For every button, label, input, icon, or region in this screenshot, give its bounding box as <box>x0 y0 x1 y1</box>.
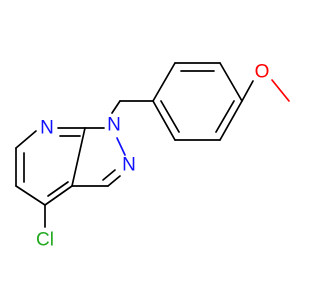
bond-ring-o <box>241 80 254 102</box>
bond-c4-c3a <box>44 185 73 206</box>
bond-benz-inner-2 <box>215 100 235 133</box>
bond-n1-n2 <box>116 137 126 156</box>
bond-c5-c4 <box>15 185 46 206</box>
structure-diagram: N N N O Cl <box>15 62 290 251</box>
bond-benz-3 <box>219 62 243 102</box>
bond-benz-4 <box>219 100 243 141</box>
bond-o-methyl <box>271 79 290 102</box>
atom-chlorine: Cl <box>36 230 54 251</box>
bond-n-ch2 <box>111 100 121 114</box>
atom-oxygen: O <box>255 62 270 83</box>
atom-n-pyridine: N <box>40 118 54 139</box>
bond-n2-c3-double <box>102 169 116 181</box>
atom-n2-pyrazole: N <box>122 155 136 176</box>
bond-n2-c3 <box>107 175 121 187</box>
atom-n1-pyrazole: N <box>107 115 121 136</box>
pyridine-ring <box>15 127 86 206</box>
bond-benz-inner-3 <box>160 100 180 133</box>
benzene-ring <box>152 62 243 141</box>
bond-c4-c3a-inner <box>47 181 69 197</box>
bond-benz-6 <box>152 100 176 141</box>
bond-c3a-c7a <box>71 127 86 187</box>
bond-npyr-c6 <box>15 130 37 149</box>
bond-benz-1 <box>152 62 176 102</box>
pyrazole-ring <box>71 127 126 187</box>
